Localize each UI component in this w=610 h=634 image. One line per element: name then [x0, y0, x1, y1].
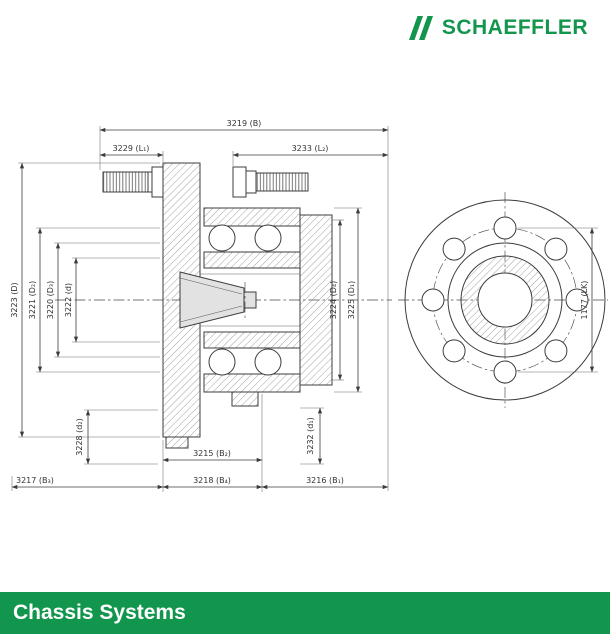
- wheel-stud-right: [232, 166, 309, 198]
- bearing-ball: [208, 224, 236, 252]
- dim-label-d2-small: 3228 (d₂): [75, 418, 84, 455]
- inner-ring-top-section: [203, 251, 301, 269]
- dim-l1: 3229 (L₁): [99, 144, 164, 162]
- drawing-canvas: 3219 (B) 3229 (L₁) 3233 (L₂): [10, 119, 608, 492]
- wheel-stud-left: [102, 166, 164, 198]
- dim-label-b3: 3217 (B₃): [16, 476, 54, 485]
- dim-label-b: 3219 (B): [227, 119, 262, 128]
- hub-bore-cone: [179, 271, 257, 329]
- dim-label-l2: 3233 (L₂): [292, 144, 329, 153]
- pilot-lip-section: [165, 436, 189, 449]
- outer-ring-flange-section: [299, 214, 333, 386]
- dim-label-d3: 3220 (D₃): [46, 281, 55, 320]
- center-bore-circle: [477, 272, 533, 328]
- dim-label-l1: 3229 (L₁): [113, 144, 150, 153]
- category-title: Chassis Systems: [13, 601, 186, 624]
- dim-label-d-outer: 3223 (D): [10, 282, 19, 317]
- dim-b4: 3218 (B₄): [162, 476, 263, 490]
- dim-b: 3219 (B): [99, 119, 389, 491]
- dim-l2: 3233 (L₂): [232, 144, 389, 166]
- schaeffler-logo-icon: [408, 16, 433, 40]
- outer-ring-top-section: [203, 207, 301, 227]
- dim-label-d1: 3225 (D₁): [347, 281, 356, 320]
- flange-outer-circle: [404, 199, 606, 401]
- dim-label-b1: 3216 (B₁): [306, 476, 344, 485]
- inner-ring-bottom-section: [203, 331, 301, 349]
- dim-d1: 3225 (D₁): [334, 207, 362, 393]
- bearing-ball: [208, 348, 236, 376]
- dim-lk: 1177 (LK): [518, 227, 598, 373]
- dim-d2: 3221 (D₂): [28, 227, 160, 373]
- dim-label-d1-small: 3232 (d₁): [306, 417, 315, 454]
- bolt-holes: [421, 216, 589, 384]
- outer-ring-bottom-section: [203, 373, 301, 393]
- dim-d2-small: 3228 (d₂): [75, 409, 158, 465]
- bearing-ball: [254, 224, 282, 252]
- dim-d-small: 3222 (d): [64, 257, 160, 343]
- dim-b2: 3215 (B₂): [162, 394, 263, 492]
- dim-d4: 3224 (D₄): [329, 219, 344, 381]
- category-banner: Chassis Systems: [0, 592, 610, 634]
- dim-label-d-small: 3222 (d): [64, 283, 73, 317]
- dim-label-d4: 3224 (D₄): [329, 281, 338, 320]
- dim-label-b2: 3215 (B₂): [193, 449, 231, 458]
- bearing-ball: [254, 348, 282, 376]
- technical-drawing: 3219 (B) 3229 (L₁) 3233 (L₂): [0, 60, 610, 592]
- hub-shoulder-circle: [447, 242, 563, 358]
- dimension-annotations: 3219 (B) 3229 (L₁) 3233 (L₂): [10, 119, 598, 492]
- end-view: [398, 192, 608, 408]
- dim-label-lk: 1177 (LK): [580, 281, 589, 320]
- brand-wordmark: SCHAEFFLER: [441, 15, 588, 39]
- dim-label-d2: 3221 (D₂): [28, 281, 37, 320]
- dim-b1: 3216 (B₁): [261, 476, 389, 490]
- dim-d3: 3220 (D₃): [46, 242, 160, 358]
- schaeffler-logo: SCHAEFFLER: [407, 14, 588, 40]
- inner-ring-shoulder-section: [231, 391, 259, 407]
- dim-b3: 3217 (B₃): [11, 476, 164, 491]
- header: SCHAEFFLER: [0, 0, 610, 60]
- dim-label-b4: 3218 (B₄): [193, 476, 231, 485]
- cross-section-view: [55, 162, 392, 449]
- dim-d1-small: 3232 (d₁): [300, 407, 324, 465]
